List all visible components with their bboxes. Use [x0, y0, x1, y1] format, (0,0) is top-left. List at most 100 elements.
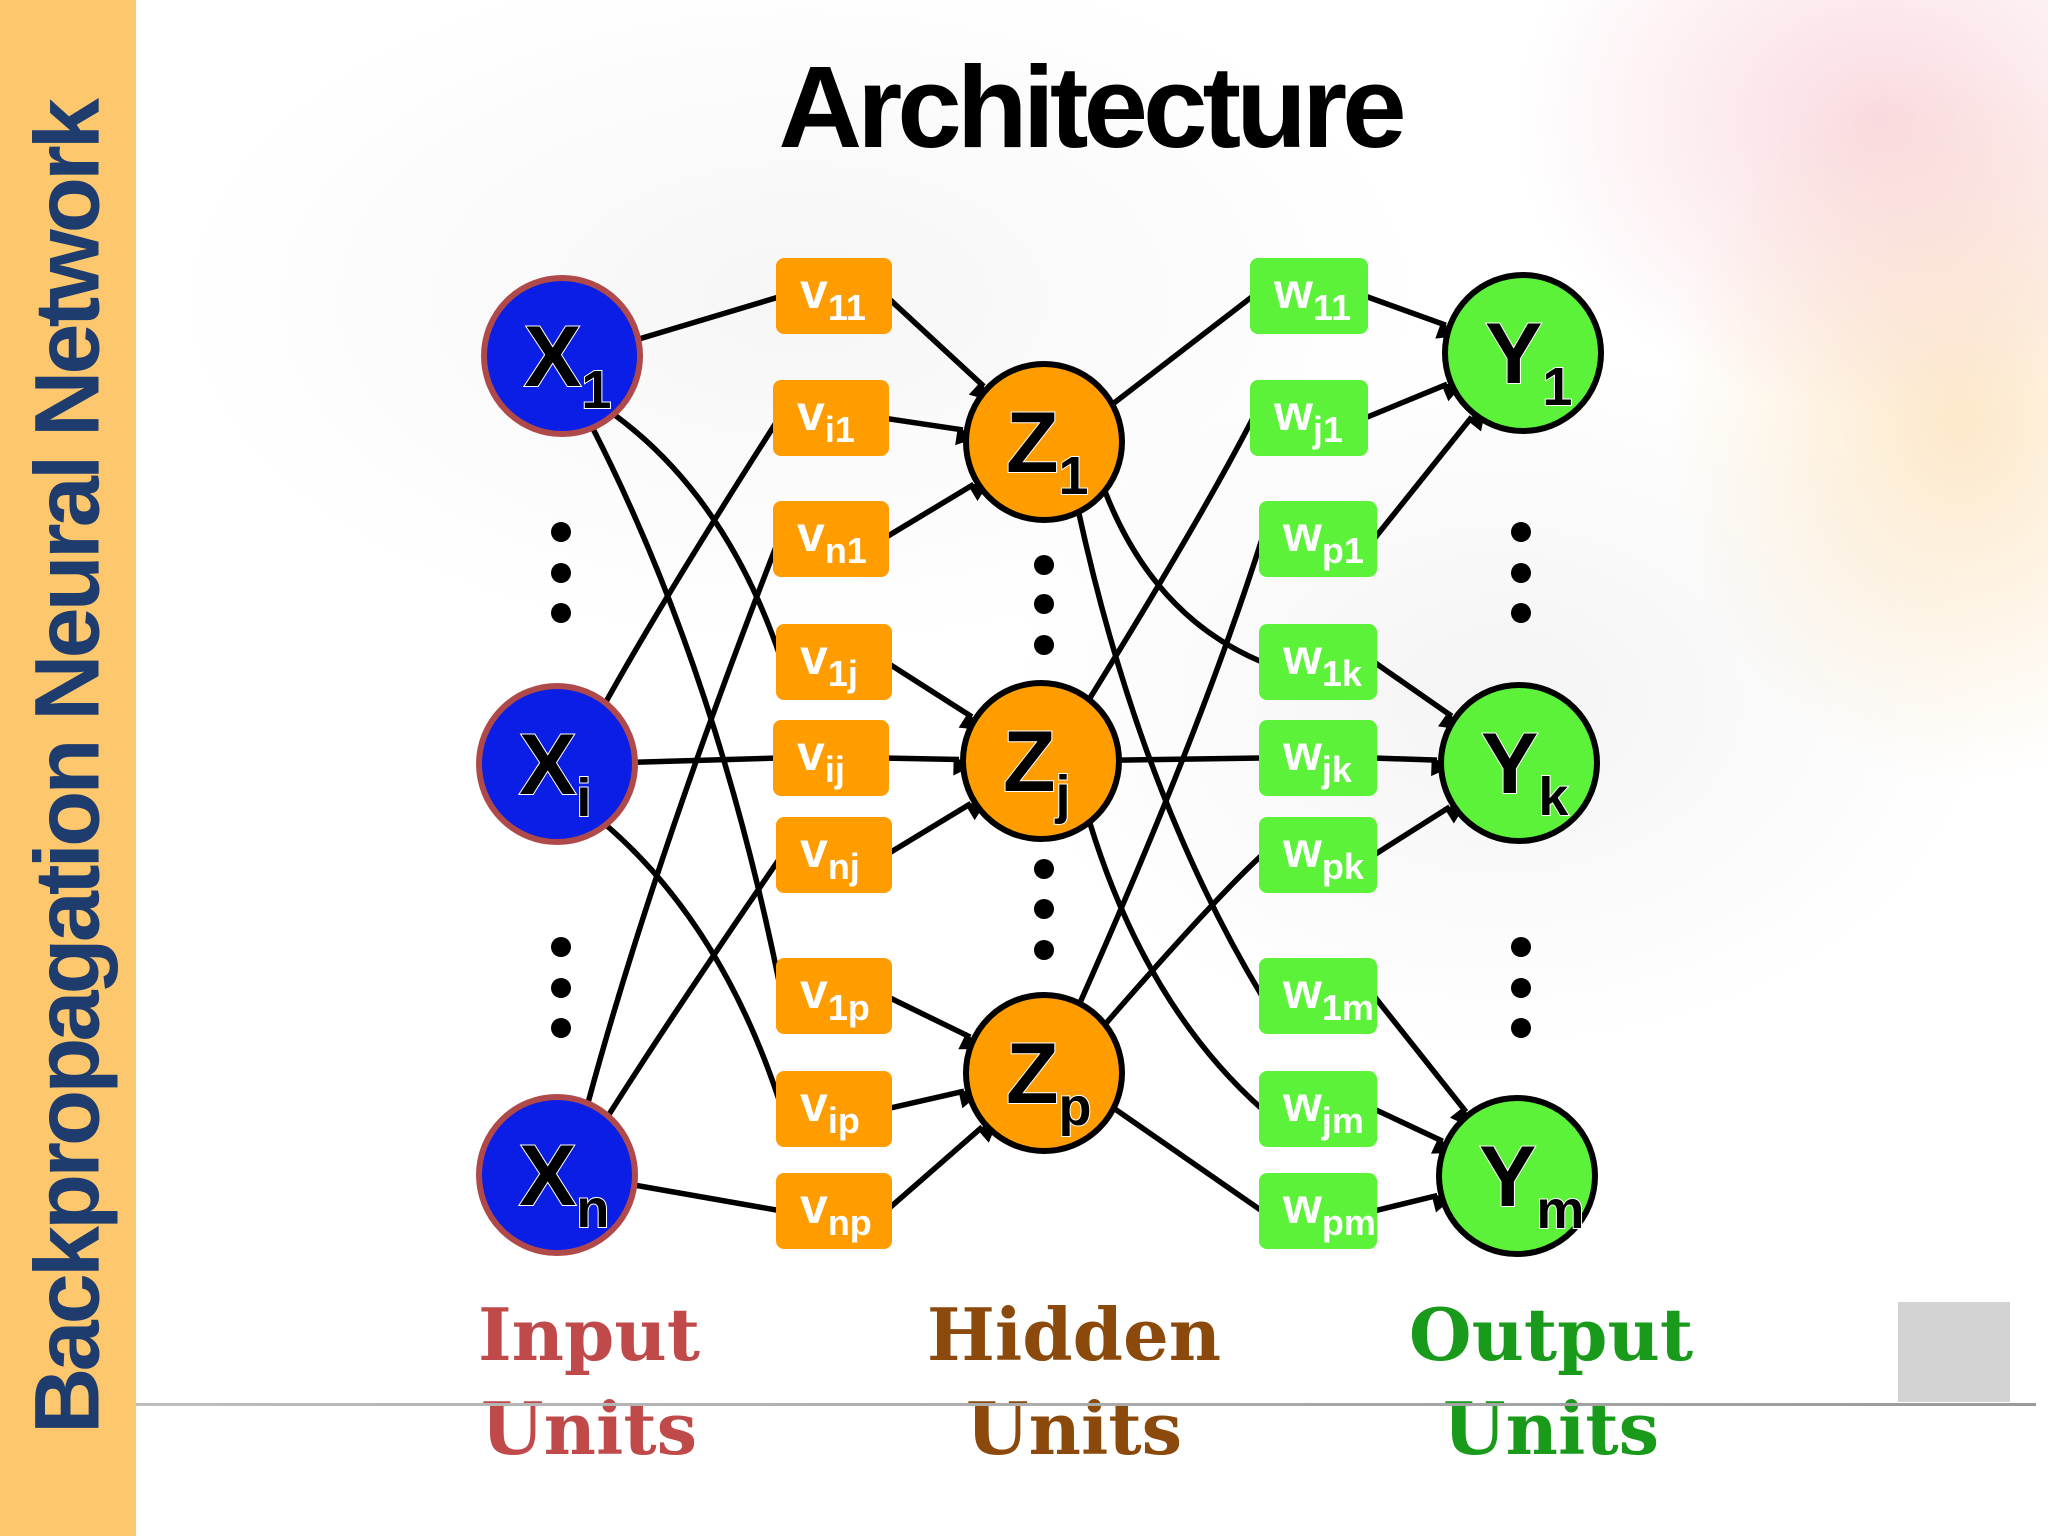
- output-units-label: Output Units: [1391, 1288, 1711, 1476]
- output-node-yk-circle: [1438, 682, 1600, 844]
- weight-wpm-box: [1259, 1173, 1377, 1249]
- ellipsis-dot: [1511, 563, 1531, 583]
- weight-wpk: wpk: [1259, 817, 1377, 893]
- output-node-ym-circle: [1436, 1095, 1598, 1257]
- weight-v1j: v1j: [776, 624, 892, 700]
- weight-vi1-box: [773, 380, 889, 456]
- weight-wpk-box: [1259, 817, 1377, 893]
- weight-wj1-text: wj1: [1273, 385, 1343, 450]
- weight-vi1: vi1: [773, 380, 889, 456]
- input-node-xn-circle: [476, 1094, 638, 1256]
- weight-wjk: wjk: [1259, 720, 1377, 796]
- ellipsis-dot: [551, 522, 571, 542]
- input-node-x1-label: X1: [524, 309, 611, 420]
- weight-wj1-box: [1250, 380, 1368, 456]
- weight-w1m: w1m: [1259, 958, 1377, 1034]
- output-node-yk-label: Yk: [1481, 716, 1569, 827]
- ellipsis-dot: [1034, 635, 1054, 655]
- ellipsis-dot: [551, 603, 571, 623]
- hidden-units-line2: Units: [965, 1386, 1183, 1471]
- weight-w11-box: [1250, 258, 1368, 334]
- weight-vnj: vnj: [776, 817, 892, 893]
- weight-wj1: wj1: [1250, 380, 1368, 456]
- ellipsis-dot: [1034, 555, 1054, 575]
- weight-wjk-box: [1259, 720, 1377, 796]
- weight-wjm-box: [1259, 1071, 1377, 1147]
- weight-vnp: vnp: [776, 1173, 892, 1249]
- weight-v11-text: v11: [800, 263, 866, 328]
- corner-gray-box: [1898, 1302, 2010, 1402]
- output-units-line2: Units: [1442, 1386, 1660, 1471]
- page-title: Architecture: [778, 42, 1406, 172]
- output-node-ym-label: Ym: [1479, 1129, 1584, 1240]
- weight-wjm-text: wjm: [1282, 1076, 1364, 1141]
- weight-v11-box: [776, 258, 892, 334]
- ellipsis-dot: [551, 563, 571, 583]
- hidden-node-zp: Zp: [963, 992, 1125, 1154]
- weight-w1m-text: w1m: [1282, 963, 1374, 1028]
- output-node-ym: Ym: [1436, 1095, 1598, 1257]
- ellipsis-dot: [1511, 603, 1531, 623]
- hidden-node-z1: Z1: [963, 361, 1125, 523]
- ellipsis-dots: [551, 522, 1531, 1038]
- sidebar-band: Backpropagation Neural Network: [0, 0, 136, 1536]
- hidden-units-label: Hidden Units: [914, 1288, 1234, 1476]
- hidden-node-zj: Zj: [960, 680, 1122, 842]
- input-units-line2: Units: [480, 1386, 698, 1471]
- ellipsis-dot: [551, 1018, 571, 1038]
- output-units-line1: Output: [1408, 1292, 1694, 1377]
- weight-wpm-text: wpm: [1282, 1178, 1376, 1243]
- weight-w1k: w1k: [1259, 624, 1377, 700]
- ellipsis-dot: [1034, 940, 1054, 960]
- ellipsis-dot: [551, 978, 571, 998]
- weight-wp1: wp1: [1259, 501, 1377, 577]
- input-node-xi: Xi: [476, 683, 638, 845]
- connection-lines: [585, 293, 1486, 1214]
- hidden-node-z1-label: Z1: [1006, 395, 1089, 506]
- weight-v1p-text: v1p: [800, 963, 870, 1028]
- weight-vnp-text: vnp: [800, 1178, 872, 1243]
- ellipsis-dot: [1511, 978, 1531, 998]
- ellipsis-dot: [1034, 594, 1054, 614]
- input-node-x1: X1: [481, 275, 643, 437]
- input-units-label: Input Units: [429, 1288, 749, 1476]
- weight-wjk-text: wjk: [1282, 725, 1353, 790]
- input-units-line1: Input: [478, 1292, 700, 1377]
- weight-vip: vip: [776, 1071, 892, 1147]
- ellipsis-dot: [1511, 1018, 1531, 1038]
- hidden-node-zp-circle: [963, 992, 1125, 1154]
- weight-vnj-text: vnj: [800, 822, 860, 887]
- weight-vn1: vn1: [773, 501, 889, 577]
- output-node-y1-label: Y1: [1485, 306, 1572, 417]
- input-node-x1-circle: [481, 275, 643, 437]
- output-node-y1-circle: [1442, 272, 1604, 434]
- ellipsis-dot: [551, 937, 571, 957]
- weight-wp1-box: [1259, 501, 1377, 577]
- ellipsis-dot: [1034, 899, 1054, 919]
- hidden-units-line1: Hidden: [926, 1292, 1222, 1377]
- weight-vip-text: vip: [800, 1076, 860, 1141]
- bottom-divider: [136, 1403, 2036, 1406]
- output-node-y1: Y1: [1442, 272, 1604, 434]
- weight-wpk-text: wpk: [1282, 822, 1365, 887]
- weight-wp1-text: wp1: [1282, 506, 1364, 571]
- weight-vij: vij: [773, 720, 889, 796]
- weight-v1p: v1p: [776, 958, 892, 1034]
- weight-w1m-box: [1259, 958, 1377, 1034]
- ellipsis-dot: [1511, 522, 1531, 542]
- weight-wpm: wpm: [1259, 1173, 1377, 1249]
- weight-w1k-text: w1k: [1282, 629, 1363, 694]
- weight-vnj-box: [776, 817, 892, 893]
- weight-v1p-box: [776, 958, 892, 1034]
- hidden-node-zj-label: Zj: [1003, 714, 1071, 825]
- weight-v1j-text: v1j: [800, 629, 858, 694]
- input-node-xi-circle: [476, 683, 638, 845]
- weight-w11: w11: [1250, 258, 1368, 334]
- weight-vip-box: [776, 1071, 892, 1147]
- weight-vn1-text: vn1: [797, 506, 867, 571]
- input-node-xi-label: Xi: [519, 717, 591, 828]
- input-node-xn-label: Xn: [519, 1128, 609, 1239]
- hidden-node-zp-label: Zp: [1006, 1026, 1092, 1137]
